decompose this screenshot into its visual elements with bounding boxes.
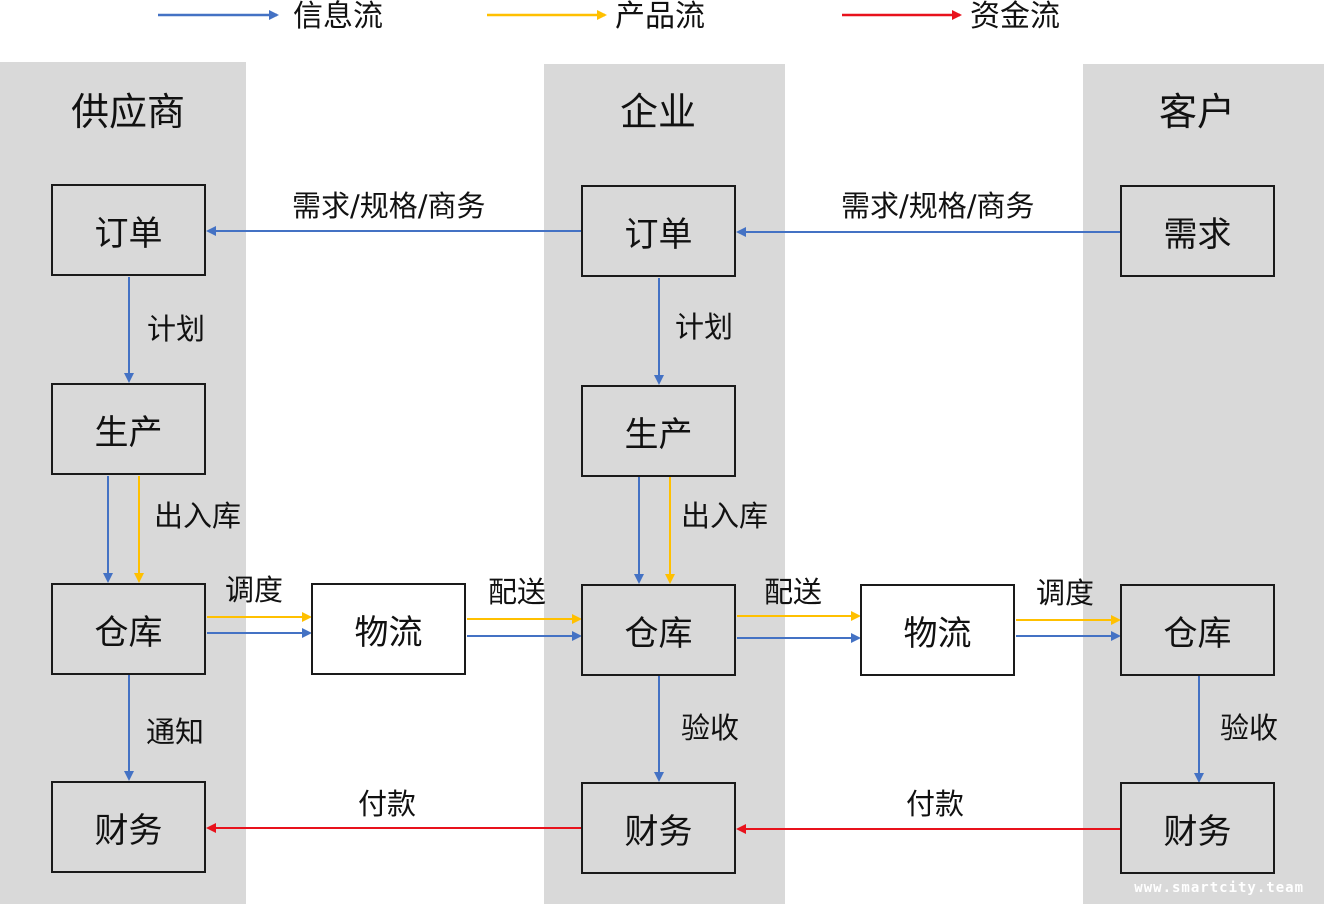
supplier-warehouse-box: 仓库 — [51, 583, 206, 675]
customer-demand-label: 需求 — [1163, 214, 1232, 255]
edge-label-inout-supplier: 出入库 — [154, 499, 242, 533]
edge-label-req-left: 需求/规格/商务 — [292, 189, 486, 223]
edge-label-deliver-from-enterprise: 配送 — [764, 575, 823, 609]
enterprise-order-box: 订单 — [581, 185, 736, 277]
edge-label-accept-enterprise: 验收 — [681, 711, 740, 745]
edge-label-plan-supplier: 计划 — [147, 312, 206, 346]
watermark: www.smartcity.team — [1134, 880, 1304, 896]
customer-warehouse-label: 仓库 — [1163, 613, 1232, 654]
edge-label-pay-left: 付款 — [358, 787, 417, 821]
supplier-order-box: 订单 — [51, 184, 206, 276]
enterprise-production-box: 生产 — [581, 385, 736, 477]
edge-label-deliver-to-enterprise: 配送 — [488, 575, 547, 609]
edge-label-plan-enterprise: 计划 — [675, 310, 734, 344]
legend-product-label: 产品流 — [615, 0, 705, 34]
customer-demand-box: 需求 — [1120, 185, 1275, 277]
enterprise-warehouse-box: 仓库 — [581, 584, 736, 676]
edge-label-inout-enterprise: 出入库 — [681, 499, 769, 533]
logistics-right-label: 物流 — [903, 613, 972, 654]
edge-label-notify-supplier: 通知 — [146, 715, 205, 749]
supplier-production-label: 生产 — [94, 412, 163, 453]
customer-finance-label: 财务 — [1163, 811, 1232, 852]
edge-label-accept-customer: 验收 — [1220, 711, 1279, 745]
enterprise-warehouse-label: 仓库 — [624, 613, 693, 654]
logistics-left-label: 物流 — [354, 612, 423, 653]
customer-finance-box: 财务 — [1120, 782, 1275, 874]
enterprise-finance-box: 财务 — [581, 782, 736, 874]
supplier-order-label: 订单 — [94, 213, 163, 254]
enterprise-production-label: 生产 — [624, 414, 693, 455]
supplier-finance-box: 财务 — [51, 781, 206, 873]
edge-label-req-right: 需求/规格/商务 — [841, 189, 1035, 223]
supplier-finance-label: 财务 — [94, 810, 163, 851]
edge-label-dispatch-customer: 调度 — [1036, 576, 1095, 610]
enterprise-finance-label: 财务 — [624, 811, 693, 852]
edge-label-pay-right: 付款 — [906, 787, 965, 821]
enterprise-order-label: 订单 — [624, 214, 693, 255]
supplier-warehouse-label: 仓库 — [94, 612, 163, 653]
legend-money-label: 资金流 — [970, 0, 1060, 34]
logistics-right-box: 物流 — [860, 584, 1015, 676]
supplier-production-box: 生产 — [51, 383, 206, 475]
lane-title-supplier: 供应商 — [70, 90, 185, 134]
legend-info-label: 信息流 — [293, 0, 383, 34]
logistics-left-box: 物流 — [311, 583, 466, 675]
customer-warehouse-box: 仓库 — [1120, 584, 1275, 676]
edge-label-dispatch-supplier: 调度 — [225, 573, 284, 607]
lane-title-customer: 客户 — [1158, 90, 1235, 134]
lane-title-enterprise: 企业 — [619, 90, 696, 134]
